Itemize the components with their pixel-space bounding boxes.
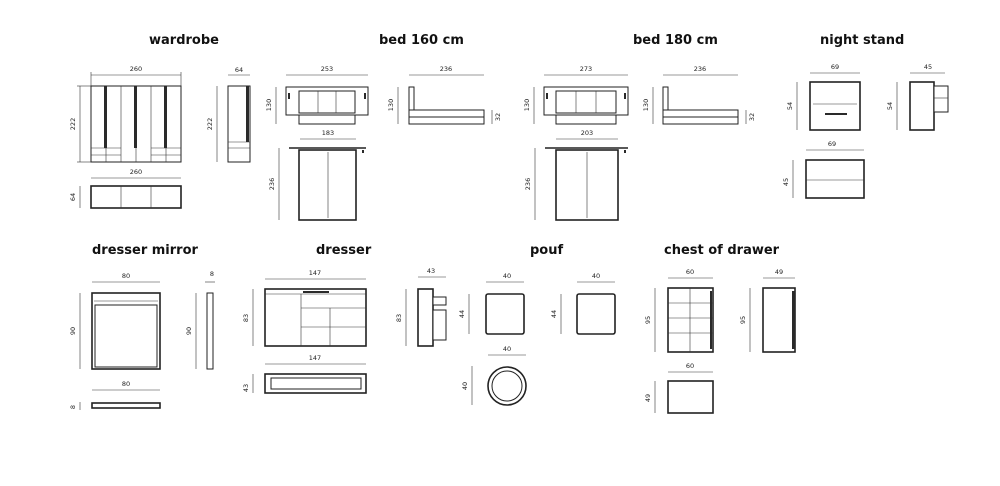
chest-front-height: 95 — [644, 316, 652, 324]
dresser-mirror-side-view: 8 90 — [185, 270, 215, 370]
bed180-side-length: 236 — [694, 65, 706, 73]
bed160-top-view: 183 236 — [268, 129, 366, 221]
bed180-front-view: 273 130 — [523, 65, 629, 125]
bed160-front-height: 130 — [265, 99, 273, 111]
bed160-side-length: 236 — [440, 65, 452, 73]
bed180-top-width: 203 — [581, 129, 593, 137]
dresser-front-view: 147 83 — [242, 269, 367, 347]
bed180-top-length: 236 — [524, 178, 532, 190]
bed180-side-view: 236 130 32 — [642, 65, 756, 125]
nightstand-front-height: 54 — [786, 102, 794, 110]
wardrobe-top-depth: 64 — [69, 193, 77, 201]
dresser-mirror-front-view: 80 90 — [69, 272, 161, 370]
pouf-side-height: 44 — [550, 310, 558, 318]
bed160-side-low-height: 32 — [494, 113, 502, 121]
bed180-side-low-height: 32 — [748, 113, 756, 121]
nightstand-front-view: 69 54 — [786, 63, 861, 131]
bed180-top-view: 203 236 — [524, 129, 628, 221]
dresser-front-height: 83 — [242, 314, 250, 322]
pouf-top-view: 40 40 — [461, 345, 527, 406]
dresser-mirror-side-depth: 8 — [210, 270, 214, 278]
dresser-mirror-top-width: 80 — [122, 380, 130, 388]
dresser-mirror-top-view: 80 8 — [69, 380, 161, 410]
chest-top-view: 60 49 — [644, 362, 714, 414]
dresser-top-width: 147 — [309, 354, 321, 362]
nightstand-side-view: 45 54 — [886, 63, 949, 131]
dresser-front-width: 147 — [309, 269, 321, 277]
nightstand-top-view: 69 45 — [782, 140, 865, 199]
title-wardrobe: wardrobe — [149, 33, 219, 48]
nightstand-top-width: 69 — [828, 140, 836, 148]
title-dresser-mirror: dresser mirror — [92, 243, 198, 258]
wardrobe-side-depth: 64 — [235, 66, 243, 74]
pouf-side-view: 40 44 — [550, 272, 616, 335]
chest-side-view: 49 95 — [739, 268, 796, 353]
title-chest-of-drawer: chest of drawer — [664, 243, 780, 258]
wardrobe-top-width: 260 — [130, 168, 142, 176]
wardrobe-front-height: 222 — [69, 118, 77, 130]
wardrobe-front-width: 260 — [130, 65, 142, 73]
chest-side-depth: 49 — [775, 268, 783, 276]
bed160-front-view: 253 130 — [265, 65, 369, 125]
pouf-front-width: 40 — [503, 272, 511, 280]
bed160-side-view: 236 130 32 — [387, 65, 502, 125]
dresser-top-view: 147 43 — [242, 354, 367, 394]
chest-front-view: 60 95 — [644, 268, 714, 353]
wardrobe-top-view: 260 64 — [69, 168, 182, 209]
title-bed-180: bed 180 cm — [633, 33, 718, 48]
dresser-side-height: 83 — [395, 314, 403, 322]
chest-top-depth: 49 — [644, 394, 652, 402]
pouf-front-height: 44 — [458, 310, 466, 318]
dresser-mirror-front-width: 80 — [122, 272, 130, 280]
bed180-front-width: 273 — [580, 65, 592, 73]
title-bed-160: bed 160 cm — [379, 33, 464, 48]
wardrobe-side-height: 222 — [206, 118, 214, 130]
title-night-stand: night stand — [820, 33, 905, 48]
bed160-top-width: 183 — [322, 129, 334, 137]
nightstand-side-depth: 45 — [924, 63, 932, 71]
title-dresser: dresser — [316, 243, 372, 258]
bed160-front-width: 253 — [321, 65, 333, 73]
nightstand-front-width: 69 — [831, 63, 839, 71]
chest-top-width: 60 — [686, 362, 694, 370]
bed160-top-length: 236 — [268, 178, 276, 190]
dresser-mirror-top-depth: 8 — [69, 405, 77, 409]
dresser-mirror-side-height: 90 — [185, 327, 193, 335]
chest-side-height: 95 — [739, 316, 747, 324]
chest-front-width: 60 — [686, 268, 694, 276]
bed180-front-height: 130 — [523, 99, 531, 111]
nightstand-top-depth: 45 — [782, 178, 790, 186]
nightstand-side-height: 54 — [886, 102, 894, 110]
pouf-front-view: 40 44 — [458, 272, 525, 335]
dresser-side-view: 43 83 — [395, 267, 447, 347]
pouf-top-depth: 40 — [461, 382, 469, 390]
bed160-side-height: 130 — [387, 99, 395, 111]
wardrobe-front-view: 260 222 — [69, 65, 182, 163]
pouf-side-width: 40 — [592, 272, 600, 280]
title-pouf: pouf — [530, 243, 564, 258]
dresser-mirror-front-height: 90 — [69, 327, 77, 335]
pouf-top-width: 40 — [503, 345, 511, 353]
wardrobe-side-view: 64 222 — [206, 66, 251, 163]
dresser-side-depth: 43 — [427, 267, 435, 275]
dresser-top-depth: 43 — [242, 384, 250, 392]
bed180-side-height: 130 — [642, 99, 650, 111]
